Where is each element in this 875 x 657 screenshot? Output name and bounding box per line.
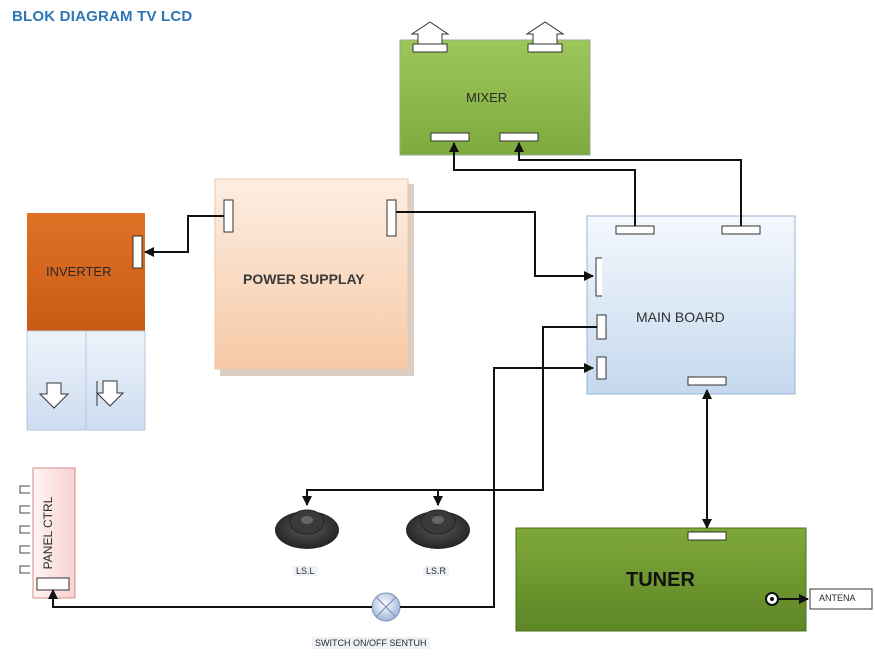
mixer-connector-right	[500, 133, 538, 141]
mixer-label: MIXER	[466, 90, 507, 105]
main-board-connector-top-right	[722, 226, 760, 234]
power-supply-label: POWER SUPPLAY	[243, 271, 365, 287]
power-connector-left	[224, 200, 233, 232]
speaker-left-label: LS.L	[293, 566, 318, 576]
power-connector-right	[387, 200, 396, 236]
line-power-inverter	[145, 216, 224, 252]
switch-icon	[372, 593, 400, 621]
speaker-right-label: LS.R	[423, 566, 449, 576]
main-board-block	[587, 216, 795, 394]
inverter-label: INVERTER	[46, 264, 112, 279]
mixer-connector-left	[431, 133, 469, 141]
speaker-right-icon	[406, 510, 470, 549]
switch-label: SWITCH ON/OFF SENTUH	[312, 637, 430, 649]
mixer-output-arrow-left-icon	[412, 22, 448, 52]
panel-ctrl-connector	[37, 578, 69, 590]
main-board-connector-power	[596, 258, 602, 296]
panel-button-icons	[20, 486, 30, 573]
line-panel-switch	[53, 590, 372, 607]
main-board-connector-panel	[597, 357, 606, 379]
antenna-label: ANTENA	[819, 593, 856, 603]
main-board-connector-bottom	[688, 377, 726, 385]
tuner-connector	[688, 532, 726, 540]
mixer-block	[400, 22, 590, 155]
inverter-connector	[133, 236, 142, 268]
panel-ctrl-label: PANEL CTRL	[41, 493, 55, 573]
main-board-connector-top-left	[616, 226, 654, 234]
main-board-label: MAIN BOARD	[636, 309, 725, 325]
inverter-block	[27, 213, 145, 430]
speaker-left-icon	[275, 510, 339, 549]
mixer-output-arrow-right-icon	[527, 22, 563, 52]
main-board-connector-audio	[597, 315, 606, 339]
line-power-mainboard	[396, 212, 593, 276]
tuner-label: TUNER	[626, 569, 695, 592]
